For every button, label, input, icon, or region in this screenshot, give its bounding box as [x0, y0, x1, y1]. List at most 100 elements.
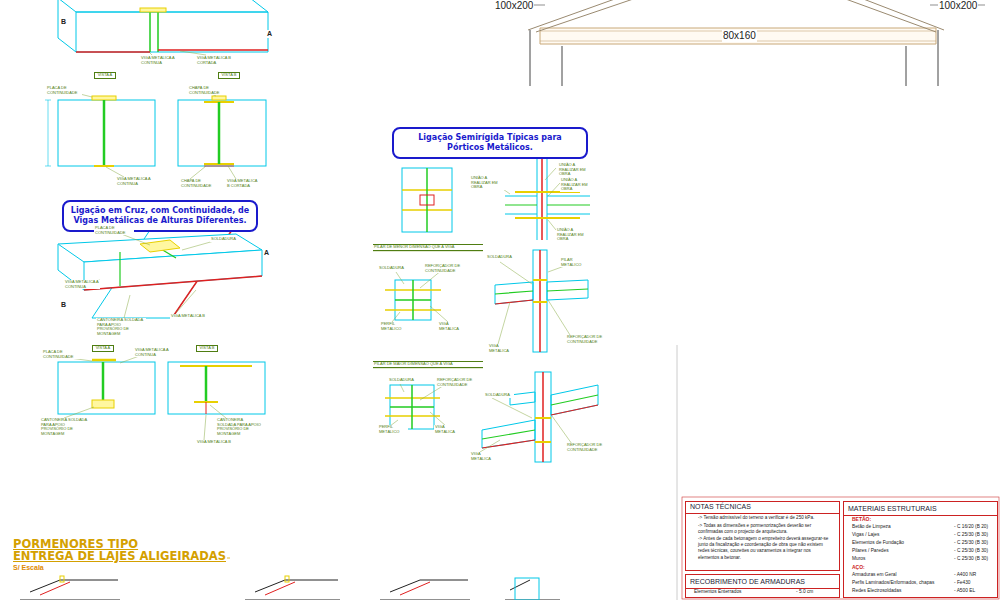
roof-truss	[520, 0, 985, 86]
callout-label: S/ Escala	[12, 564, 45, 572]
table-cell: - Fe430	[954, 580, 971, 586]
semirigid-connections-part	[533, 280, 547, 302]
table-cell: - C 25/30 (B 30)	[954, 556, 988, 562]
material-category: BETÃO:	[852, 516, 871, 522]
title-box: Ligação em Cruz, com Continuidade, de Vi…	[62, 200, 258, 232]
roof-truss-part	[832, 0, 944, 32]
table-cell: - 5.0 cm	[796, 589, 813, 595]
callout-label: CANTONEIRA SOLDADA PARA APOIO PROVISÓRIO…	[96, 318, 146, 336]
slab-details-part	[400, 582, 430, 595]
semirigid-connections-part	[395, 280, 431, 320]
callout-label: PLACA DE CONTINUIDADE	[94, 226, 134, 235]
callout-label: REFORÇADOR DE CONTINUIDADE	[566, 443, 606, 452]
callout-label: VIGA METÁLICA B	[170, 314, 210, 319]
callout-label: PILAR DE MENOR DIMENSÃO QUE A VIGA	[373, 244, 483, 251]
table-cell: Vigas / Lajes	[852, 532, 879, 538]
callout-label: PLACA DE CONTINUIDADE	[42, 350, 80, 359]
callout-label: UNIÃO A REALIZAR EM OBRA	[556, 228, 592, 242]
material-category: AÇO:	[852, 564, 865, 570]
callout-label: VIGA METÁLICA	[470, 452, 500, 461]
callout-label: SOLDADURA	[486, 255, 516, 260]
section-views-bottom-part	[180, 365, 252, 367]
cover-panel: RECOBRIMENTO DE ARMADURASElementos Enter…	[685, 574, 840, 598]
callout-label: UNIÃO A REALIZAR EM OBRA	[560, 178, 596, 192]
callout-label: SOLDADURA	[378, 266, 408, 271]
callout-label: VIGA METÁLICA B CORTADA	[196, 56, 236, 65]
callout-label: VIGA METÁLICA A CONTÍNUA	[134, 348, 170, 357]
top-beam-perspective-part	[58, 0, 268, 52]
cross-beam-perspective-part	[88, 232, 214, 318]
callout-label: PILAR METÁLICO	[560, 258, 590, 267]
cross-beam-perspective-part	[120, 246, 176, 286]
callout-label: B	[60, 301, 67, 309]
callout-label: VIGA METÁLICA	[488, 344, 518, 353]
view-tag: VISTA B	[218, 72, 240, 79]
section-views-top-part	[92, 96, 116, 100]
note-text: -> Todas as dimensões e pormenorizações …	[686, 522, 839, 535]
table-cell: - C 25/30 (B 30)	[954, 548, 988, 554]
heading-text: 100x200	[494, 0, 534, 12]
semirigid-connections-part	[533, 250, 547, 352]
slab-details-part	[515, 578, 539, 600]
panel-heading: MATERIAIS ESTRUTURAIS	[844, 504, 997, 516]
roof-truss-part	[540, 28, 936, 44]
slab-details-part	[265, 582, 295, 595]
semirigid-connections-part	[390, 385, 434, 429]
semirigid-connections-part	[537, 158, 547, 240]
slab-details-part	[677, 345, 678, 600]
section-views-bottom-part	[168, 362, 265, 414]
top-beam-perspective-part	[150, 51, 206, 55]
semirigid-connections-part	[402, 168, 452, 232]
section-views-bottom-part	[205, 366, 208, 402]
semirigid-connections-part	[373, 251, 483, 252]
section-views-bottom-part	[92, 400, 114, 408]
semirigid-connections-part	[395, 280, 431, 320]
callout-label: VIGA METÁLICA A CONTÍNUA	[64, 280, 100, 289]
callout-label: CANTONEIRA SOLDADA PARA APOIO PROVISÓRIO…	[216, 418, 264, 436]
title-box: Ligação Semirígida Típicas para Pórticos…	[392, 127, 588, 159]
callout-label: VIGA METÁLICA A CONTÍNUA	[140, 56, 180, 65]
section-views-bottom-part	[102, 362, 105, 400]
callout-label: CANTONEIRA SOLDADA PARA APOIO PROVISÓRIO…	[40, 418, 90, 436]
semirigid-connections-part	[420, 195, 434, 205]
semirigid-connections-part	[390, 385, 434, 429]
slab-details-part	[380, 580, 470, 600]
callout-label: VIGA METÁLICA A CONTÍNUA	[116, 177, 152, 186]
heading-text: ENTREGA DE LAJES ALIGEIRADAS	[12, 550, 227, 563]
roof-truss-part	[520, 5, 985, 6]
roof-truss-part	[530, 30, 938, 86]
panel-heading: RECOBRIMENTO DE ARMADURAS	[686, 577, 839, 589]
slab-details-part	[40, 582, 70, 595]
callout-label: B	[60, 18, 67, 26]
top-beam-perspective-part	[58, 0, 268, 12]
semirigid-connections-part	[482, 405, 598, 448]
table-cell: - C 25/30 (B 30)	[954, 532, 988, 538]
heading-text: 80x160	[722, 30, 757, 42]
callout-label: SOLDADURA	[210, 237, 240, 242]
callout-label: UNIÃO A REALIZAR EM OBRA	[558, 163, 594, 177]
table-cell: - A500 EL	[954, 588, 975, 594]
materials-panel: MATERIAIS ESTRUTURAISBETÃO:Betão de Limp…	[843, 501, 998, 598]
view-tag: VISTA A	[92, 345, 114, 352]
callout-label: UNIÃO A REALIZAR EM OBRA	[470, 176, 506, 190]
cross-beam-perspective-part	[84, 276, 262, 290]
semirigid-connections	[373, 158, 598, 462]
table-cell: - A400 NR	[954, 572, 976, 578]
table-cell: Redes Electrosoldadas	[852, 588, 901, 594]
callout-label: CHAPA DE CONTINUIDADE	[180, 179, 214, 188]
title-text: Ligação Semirígida Típicas para Pórticos…	[400, 133, 580, 153]
callout-label: CHAPA DE CONTINUIDADE	[188, 86, 224, 95]
table-cell: - C 16/20 (B 20)	[954, 524, 988, 530]
slab-details-part	[60, 576, 64, 582]
callout-label: VIGA METÁLICA B	[196, 440, 232, 445]
section-views-top-part	[64, 90, 236, 179]
callout-label: REFORÇADOR DE CONTINUIDADE	[566, 335, 606, 344]
heading-text: 100x200	[938, 0, 978, 12]
table-cell: Muros	[852, 556, 865, 562]
callout-label: VIGA METÁLICA	[434, 425, 464, 434]
semirigid-connections-part	[495, 300, 533, 304]
view-tag: VISTA A	[94, 72, 116, 79]
top-beam-perspective-part	[76, 50, 268, 52]
slab-details-part	[505, 580, 560, 600]
